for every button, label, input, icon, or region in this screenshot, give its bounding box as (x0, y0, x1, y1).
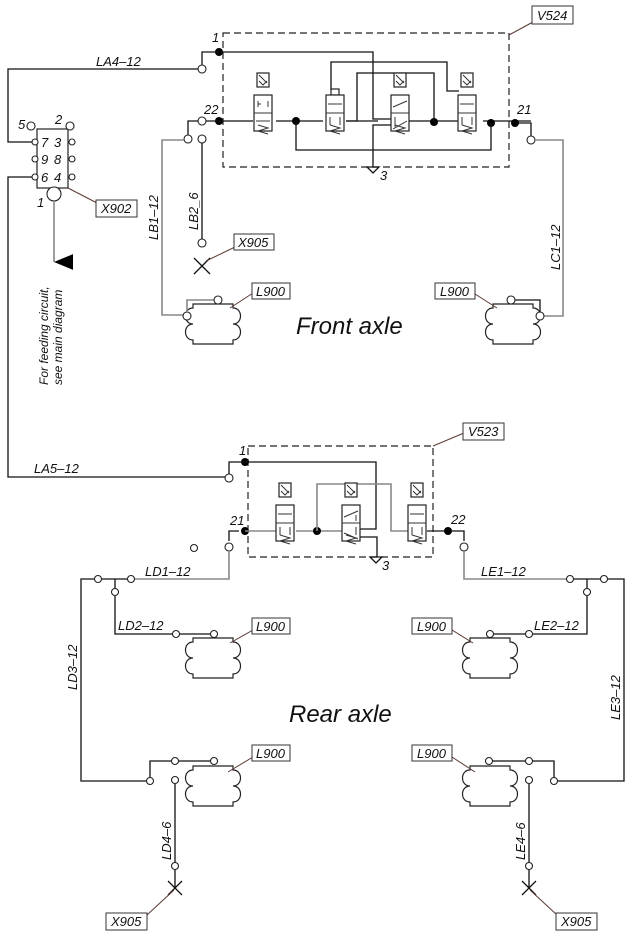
solenoid-valve-1-rear (275, 482, 295, 545)
air-bellow-rear-left-1 (184, 637, 242, 679)
port-21-label-rear: 21 (229, 513, 244, 528)
section-title-front: Front axle (296, 313, 403, 340)
air-bellow-front-right (484, 303, 542, 345)
svg-text:X905: X905 (237, 235, 269, 250)
svg-text:X905: X905 (110, 914, 142, 929)
port-1-label-rear: 1 (239, 443, 246, 458)
line-label-le4: LE4–6 (513, 822, 528, 860)
section-title-rear: Rear axle (289, 701, 392, 728)
svg-text:3: 3 (54, 135, 62, 150)
line-label-ld1: LD1–12 (145, 564, 191, 579)
air-bellow-front-left (184, 303, 242, 345)
tag-l900-rear-right-1[interactable]: L900 (411, 617, 453, 635)
tag-l900-rear-right-2[interactable]: L900 (411, 744, 453, 762)
solenoid-valve-2-rear (341, 482, 361, 545)
svg-text:L900: L900 (417, 746, 447, 761)
port-connector (197, 64, 207, 74)
tag-l900-front-right[interactable]: L900 (434, 282, 476, 300)
svg-text:4: 4 (54, 170, 61, 185)
line-label-lb1: LB1–12 (146, 194, 161, 240)
svg-text:L900: L900 (256, 284, 286, 299)
front-axle-section: V524 1 LA4–12 22 21 3 (7, 5, 574, 345)
solenoid-valve-3-front (390, 72, 410, 135)
solenoid-valve-1-front (253, 72, 273, 135)
line-label-la4: LA4–12 (96, 54, 142, 69)
port-1-label-front: 1 (212, 30, 219, 45)
rear-axle-section: V523 1 21 22 3 (65, 422, 625, 931)
line-label-la5: LA5–12 (34, 461, 80, 476)
line-label-lc1: LC1–12 (548, 224, 563, 270)
exhaust-3-label-rear: 3 (382, 558, 390, 573)
tag-v524[interactable]: V524 (531, 5, 574, 25)
tag-x902[interactable]: X902 (95, 199, 138, 218)
svg-text:X905: X905 (560, 914, 592, 929)
air-bellow-rear-left-2 (184, 765, 242, 807)
port-22-label-front: 22 (203, 102, 219, 117)
tag-l900-rear-left-2[interactable]: L900 (251, 744, 291, 762)
svg-text:L900: L900 (440, 284, 470, 299)
svg-text:V524: V524 (537, 8, 567, 23)
line-label-ld2: LD2–12 (118, 618, 164, 633)
svg-text:1: 1 (37, 195, 44, 210)
tag-l900-rear-left-1[interactable]: L900 (251, 617, 291, 635)
line-label-le2: LE2–12 (534, 618, 580, 633)
feeding-note-line1: For feeding circuit, (37, 286, 51, 385)
air-bellow-rear-right-2 (461, 765, 519, 807)
connector-x902: 5 2 7 3 9 8 6 4 1 X902 For feeding circu… (7, 112, 225, 478)
svg-text:6: 6 (41, 170, 49, 185)
line-label-ld4: LD4–6 (159, 821, 174, 860)
svg-text:2: 2 (54, 112, 63, 127)
svg-text:9: 9 (41, 152, 48, 167)
svg-text:8: 8 (54, 152, 62, 167)
port-22-label-rear: 22 (450, 512, 466, 527)
svg-text:X902: X902 (100, 201, 132, 216)
svg-text:5: 5 (18, 117, 26, 132)
tag-x905-front[interactable]: X905 (233, 233, 275, 251)
svg-text:V523: V523 (468, 424, 499, 439)
svg-text:L900: L900 (256, 619, 286, 634)
valve-block-v524-outline (222, 32, 510, 168)
svg-text:7: 7 (41, 135, 49, 150)
port-21-label-front: 21 (516, 102, 531, 117)
tag-v523[interactable]: V523 (462, 422, 505, 441)
exhaust-3-label-front: 3 (380, 168, 388, 183)
feeding-note-line2: see main diagram (51, 290, 65, 385)
line-label-lb2: LB2_6 (186, 192, 201, 230)
tag-x905-rear-right[interactable]: X905 (555, 912, 598, 931)
svg-text:L900: L900 (417, 619, 447, 634)
line-label-le3: LE3–12 (608, 674, 623, 720)
line-label-ld3: LD3–12 (65, 644, 80, 690)
solenoid-valve-3-rear (407, 482, 427, 545)
tag-x905-rear-left[interactable]: X905 (105, 912, 148, 931)
svg-text:L900: L900 (256, 746, 286, 761)
solenoid-valve-2-front (325, 88, 345, 135)
valve-block-v523-outline (247, 445, 434, 558)
tag-l900-front-left[interactable]: L900 (251, 282, 291, 300)
solenoid-valve-4-front (457, 72, 477, 135)
air-bellow-rear-right-1 (461, 637, 519, 679)
line-label-le1: LE1–12 (481, 564, 527, 579)
